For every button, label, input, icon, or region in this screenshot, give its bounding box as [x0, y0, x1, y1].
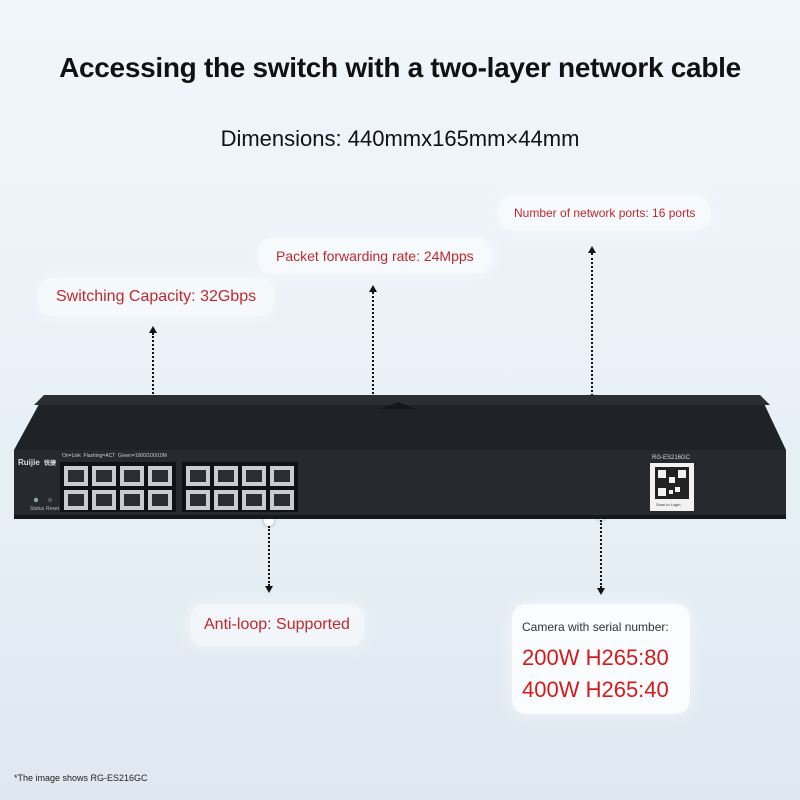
led-legend: On=Link Flashing=ACT Green=1000/100/10M	[62, 453, 167, 459]
rj45-port-13	[186, 490, 210, 510]
rj45-port-7	[120, 490, 144, 510]
rj45-port-10	[214, 466, 238, 486]
model-label: RG-ES216GC	[652, 455, 691, 461]
rj45-port-opening	[246, 494, 262, 506]
rj45-port-opening	[218, 494, 234, 506]
rj45-port-opening	[96, 470, 112, 482]
rj45-port-2	[92, 466, 116, 486]
rj45-port-opening	[152, 470, 168, 482]
page-title: Accessing the switch with a two-layer ne…	[59, 52, 741, 83]
brand-name-cn: 锐捷	[44, 461, 57, 467]
rj45-port-opening	[274, 494, 290, 506]
qr-caption: Scan to Login	[656, 502, 681, 507]
rj45-port-opening	[190, 470, 206, 482]
camera-400w-line: 400W H265:40	[522, 677, 669, 702]
rj45-port-opening	[218, 470, 234, 482]
rj45-port-3	[120, 466, 144, 486]
rj45-port-opening	[246, 470, 262, 482]
rj45-port-opening	[68, 470, 84, 482]
rj45-port-8	[148, 490, 172, 510]
footnote: *The image shows RG-ES216GC	[14, 773, 148, 783]
rj45-port-opening	[274, 470, 290, 482]
reset-label: Reset	[46, 506, 60, 512]
packet-forwarding-callout: Packet forwarding rate: 24Mpps	[258, 238, 492, 274]
rj45-port-14	[214, 490, 238, 510]
rj45-port-11	[242, 466, 266, 486]
rj45-port-4	[148, 466, 172, 486]
brand-name: Ruijie	[18, 458, 40, 467]
brand-logo: Ruijie 锐捷	[18, 458, 56, 467]
dimensions-text: Dimensions: 440mmx165mm×44mm	[220, 126, 580, 151]
camera-label: Camera with serial number:	[522, 620, 669, 634]
rj45-port-15	[242, 490, 266, 510]
rj45-port-5	[64, 490, 88, 510]
rj45-port-opening	[124, 470, 140, 482]
rj45-port-16	[270, 490, 294, 510]
rj45-port-opening	[190, 494, 206, 506]
port-group-right	[182, 462, 298, 512]
network-ports-callout: Number of network ports: 16 ports	[498, 196, 712, 230]
switching-capacity-callout: Switching Capacity: 32Gbps	[38, 278, 275, 316]
camera-200w-line: 200W H265:80	[522, 645, 669, 670]
rj45-port-9	[186, 466, 210, 486]
rj45-port-opening	[152, 494, 168, 506]
status-label: Status	[30, 506, 45, 512]
rj45-port-opening	[96, 494, 112, 506]
rj45-port-opening	[68, 494, 84, 506]
rj45-port-1	[64, 466, 88, 486]
rj45-port-opening	[124, 494, 140, 506]
rj45-port-6	[92, 490, 116, 510]
anti-loop-callout: Anti-loop: Supported	[190, 604, 364, 646]
camera-callout: Camera with serial number: 200W H265:80 …	[512, 604, 690, 714]
rj45-port-12	[270, 466, 294, 486]
port-group-left	[60, 462, 176, 512]
